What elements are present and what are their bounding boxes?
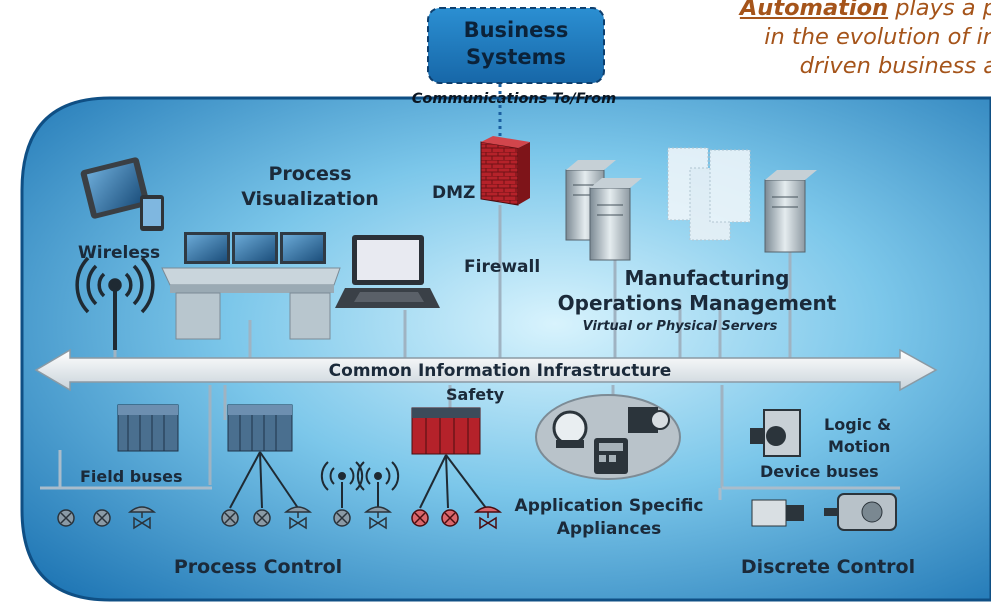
mom-sublabel: Virtual or Physical Servers — [583, 319, 778, 334]
wireless-label: Wireless — [78, 243, 160, 263]
plc-controller-icon — [117, 404, 179, 452]
safety-valve-icon — [411, 506, 503, 530]
virtual-server-icon — [667, 147, 751, 241]
dmz-label: DMZ — [432, 183, 475, 203]
field-buses-label: Field buses — [80, 467, 183, 486]
firewall-label: Firewall — [464, 257, 540, 277]
appliances-label-2: Appliances — [557, 519, 661, 539]
appliances-label-1: Application Specific — [515, 496, 704, 516]
logic-motion-label-2: Motion — [828, 437, 890, 456]
logic-motion-label-1: Logic & — [824, 415, 891, 434]
communications-label: Communications To/From — [412, 91, 617, 107]
server-icons — [565, 147, 817, 261]
intro-line-2: in the evolution of in — [764, 24, 991, 50]
common-information-infrastructure-arrow — [34, 348, 938, 392]
safety-label: Safety — [446, 385, 505, 404]
tablet-icon — [80, 157, 164, 231]
valve-icon — [57, 506, 157, 530]
device-wiring — [229, 451, 487, 509]
riser-lines — [113, 205, 792, 488]
wireless-antenna-icon — [75, 256, 155, 350]
firewall-icon — [480, 136, 530, 206]
field-devices — [57, 461, 503, 530]
operator-console-icon — [161, 232, 341, 340]
device-buses-label: Device buses — [760, 462, 879, 481]
camera-icon — [751, 499, 804, 527]
bus-lines — [40, 450, 900, 500]
mom-label-1: Manufacturing — [625, 266, 790, 290]
process-control-label: Process Control — [174, 556, 342, 578]
motion-drive-icon — [750, 409, 801, 457]
business-systems-label-2: Systems — [466, 45, 566, 69]
laptop-icon — [335, 235, 440, 308]
server-icon — [764, 170, 817, 253]
process-visualization-label-2: Visualization — [241, 188, 379, 210]
mom-label-2: Operations Management — [558, 291, 837, 315]
business-systems-label-1: Business — [464, 18, 569, 42]
plc-controller-icon — [227, 404, 293, 452]
wireless-sensor-icon — [320, 461, 400, 491]
motor-icon — [824, 493, 897, 531]
valve-icon — [221, 506, 393, 530]
business-systems-box: Business Systems — [427, 7, 605, 84]
discrete-control-label: Discrete Control — [741, 556, 915, 578]
safety-controller-icon — [411, 407, 481, 455]
intro-emphasis: Automation — [739, 0, 889, 21]
process-visualization-label-1: Process — [268, 163, 351, 185]
server-icon — [589, 178, 642, 261]
intro-line-3: driven business a — [799, 53, 991, 79]
infrastructure-label: Common Information Infrastructure — [329, 361, 672, 381]
intro-line-1: Automation plays a p — [740, 0, 991, 23]
intro-line-1-rest: plays a p — [888, 0, 991, 21]
architecture-panel — [20, 96, 991, 602]
appliances-group — [535, 394, 681, 480]
